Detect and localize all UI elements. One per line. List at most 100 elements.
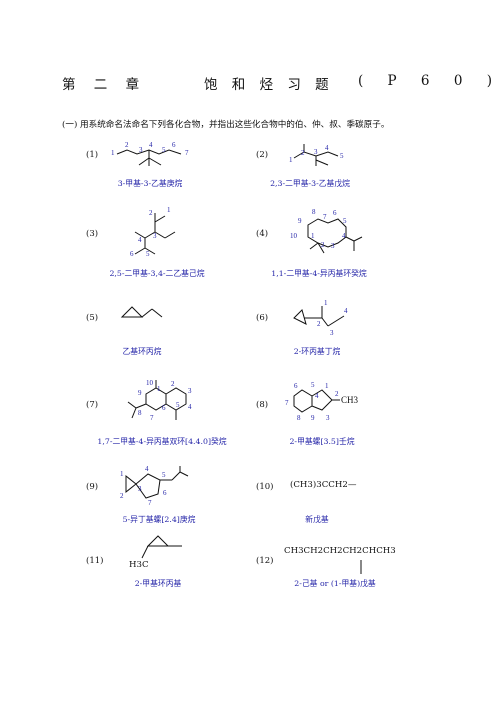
atom-label: 2 [317, 320, 321, 328]
substituent-label: CH3 [341, 395, 359, 405]
atom-label: 2 [125, 141, 129, 149]
compound-3-structure: 1 2 3 4 5 6 [130, 206, 176, 258]
atom-label: 3 [314, 148, 318, 156]
atom-label: 3 [153, 232, 157, 240]
atom-label: 3 [138, 485, 142, 493]
atom-label: 10 [146, 379, 154, 387]
compound-number: (9) [86, 482, 99, 492]
atom-label: 4 [138, 236, 142, 244]
compound-2-structure: 1 2 3 4 5 [289, 144, 344, 166]
compound-number: (6) [256, 313, 269, 323]
compound-name: 2,3-二甲基-3-乙基戊烷 [270, 179, 350, 188]
compound-4-structure: 1 2 3 4 5 6 7 8 9 10 [290, 208, 363, 254]
formula-hexyl: CH3CH2CH2CH2CHCH3 [284, 546, 396, 556]
atom-label: 1 [325, 382, 329, 390]
atom-label: 4 [325, 144, 329, 152]
formula-h3c: H3C [129, 560, 149, 570]
atom-label: 5 [162, 471, 166, 479]
atom-label: 6 [130, 250, 134, 258]
formula-neopentyl: (CH3)3CCH2— [290, 480, 357, 490]
atom-label: 3 [326, 414, 330, 422]
atom-label: 1 [120, 470, 124, 478]
atom-label: 6 [162, 404, 166, 412]
atom-label: 2 [149, 209, 153, 217]
compound-name: 2-甲基环丙基 [134, 579, 182, 588]
compound-number: (8) [256, 400, 269, 410]
compound-number: (3) [86, 229, 99, 239]
atom-label: 4 [145, 465, 149, 473]
compound-11-structure [141, 535, 182, 559]
compound-number: (12) [256, 556, 274, 566]
atom-label: 8 [312, 208, 316, 216]
branch-bond [360, 560, 362, 574]
compound-9-structure: 1 2 3 4 5 6 7 [120, 465, 189, 507]
compound-1-structure: 1 2 3 4 5 6 7 [111, 141, 189, 166]
atom-label: 9 [298, 217, 302, 225]
compound-number: (7) [86, 400, 99, 410]
atom-label: 4 [149, 141, 153, 149]
compound-number: (2) [256, 150, 269, 160]
atom-label: 5 [343, 217, 347, 225]
compound-number: (11) [86, 556, 104, 566]
compound-name: 1,1-二甲基-4-异丙基环癸烷 [271, 269, 367, 278]
atom-label: 9 [311, 414, 315, 422]
chapter-label: 第 二 章 [62, 77, 142, 93]
atom-label: 5 [311, 381, 315, 389]
atom-label: 1 [289, 156, 293, 164]
atom-label: 7 [185, 149, 189, 157]
atom-label: 8 [138, 409, 142, 417]
atom-label: 4 [315, 392, 319, 400]
atom-label: 4 [344, 307, 348, 315]
atom-label: 5 [340, 152, 344, 160]
atom-label: 1 [311, 232, 315, 240]
compound-5-structure [120, 306, 163, 318]
atom-label: 6 [163, 489, 167, 497]
compound-name: 2-环丙基丁烷 [293, 347, 341, 356]
atom-label: 8 [297, 414, 301, 422]
compound-number: (1) [86, 150, 99, 160]
atom-label: 3 [188, 387, 192, 395]
atom-label: 4 [342, 232, 346, 240]
compound-number: (4) [256, 229, 269, 239]
atom-label: 2 [120, 492, 124, 500]
compound-name: 5-异丁基螺[2.4]庚烷 [122, 515, 196, 524]
atom-label: 1 [157, 385, 161, 393]
compound-name: 2-甲基螺[3.5]壬烷 [289, 437, 355, 446]
compound-8-structure: 6 5 1 2 3 4 7 8 9 CH3 [285, 381, 359, 422]
atom-label: 5 [176, 401, 180, 409]
topic-label: 饱 和 烃 习 题 [204, 77, 331, 93]
atom-label: 7 [323, 213, 327, 221]
compound-name: 3-甲基-3-乙基庚烷 [117, 179, 183, 188]
compound-name: 2,5-二甲基-3,4-二乙基己烷 [109, 269, 205, 278]
atom-label: 2 [321, 241, 325, 249]
atom-label: 5 [146, 250, 150, 258]
compound-number: (5) [86, 313, 99, 323]
atom-label: 2 [335, 390, 339, 398]
section-instruction: (一) 用系统命名法命名下列各化合物，并指出这些化合物中的伯、仲、叔、季碳原子。 [62, 120, 390, 130]
compound-number: (10) [256, 482, 274, 492]
page-ref-label: ( P 6 0 ) [358, 73, 494, 89]
compound-name: 1,7-二甲基-4-异丙基双环[4.4.0]癸烷 [97, 437, 227, 446]
atom-label: 6 [172, 141, 176, 149]
atom-label: 6 [333, 209, 337, 217]
atom-label: 1 [167, 206, 171, 214]
atom-label: 1 [324, 299, 328, 307]
compound-name: 2-己基 or (1-甲基)戊基 [294, 579, 376, 588]
atom-label: 7 [148, 499, 152, 507]
atom-label: 3 [139, 146, 143, 154]
compound-name: 乙基环丙烷 [122, 347, 162, 356]
atom-label: 2 [301, 149, 305, 157]
compound-name: 新戊基 [305, 515, 329, 524]
atom-label: 9 [138, 389, 142, 397]
atom-label: 6 [294, 382, 298, 390]
atom-label: 2 [171, 380, 175, 388]
atom-label: 3 [331, 242, 335, 250]
compound-6-structure: 1 2 3 4 [293, 299, 348, 337]
compound-7-structure: 10 1 2 3 4 5 6 7 8 9 [127, 379, 192, 422]
atom-label: 5 [162, 146, 166, 154]
atom-label: 1 [111, 149, 115, 157]
atom-label: 3 [330, 329, 334, 337]
atom-label: 7 [285, 399, 289, 407]
atom-label: 7 [150, 414, 154, 422]
atom-label: 10 [290, 232, 298, 240]
